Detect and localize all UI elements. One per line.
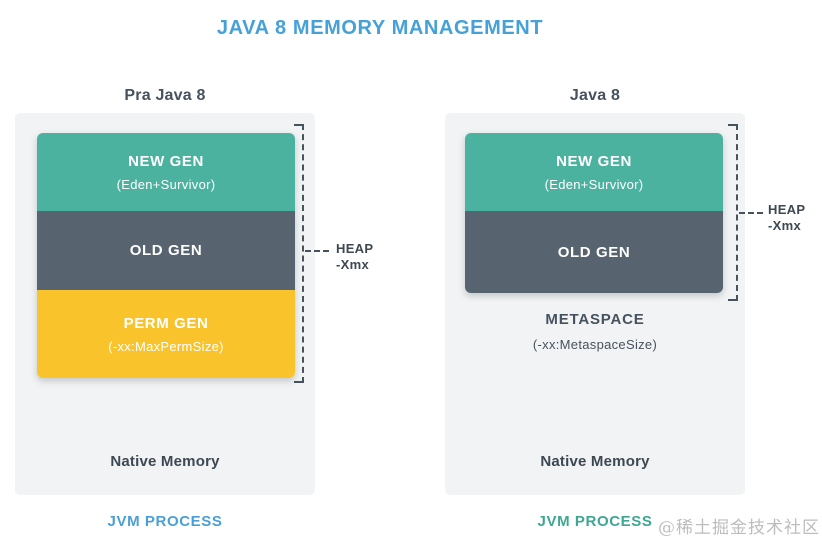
left-heap-label: HEAP -Xmx	[336, 241, 373, 273]
left-memory-stack: NEW GEN (Eden+Survivor) OLD GEN PERM GEN…	[37, 133, 295, 378]
perm-gen-label: PERM GEN	[123, 314, 209, 332]
right-heap-bracket	[728, 124, 738, 301]
left-heap-bracket	[294, 124, 304, 383]
diagram-title: JAVA 8 MEMORY MANAGEMENT	[216, 17, 544, 39]
right-memory-stack: NEW GEN (Eden+Survivor) OLD GEN	[465, 133, 723, 293]
right-panel-heading: Java 8	[569, 87, 621, 104]
right-jvm-process-label: JVM PROCESS	[537, 513, 653, 530]
heap-text: HEAP	[336, 241, 374, 256]
left-perm-gen-block: PERM GEN (-xx:MaxPermSize)	[37, 290, 295, 378]
metaspace-label: METASPACE	[545, 311, 645, 328]
right-new-gen-block: NEW GEN (Eden+Survivor)	[465, 133, 723, 211]
left-old-gen-block: OLD GEN	[37, 211, 295, 290]
new-gen-sublabel: (Eden+Survivor)	[544, 176, 644, 192]
watermark-text: @稀土掘金技术社区	[658, 518, 820, 538]
left-jvm-process-label: JVM PROCESS	[107, 513, 223, 530]
xmx-flag-text: -Xmx	[336, 257, 369, 272]
old-gen-label: OLD GEN	[557, 243, 631, 261]
right-heap-connector-line	[739, 212, 763, 214]
left-native-memory-label: Native Memory	[110, 453, 220, 470]
right-old-gen-block: OLD GEN	[465, 211, 723, 293]
left-panel-heading: Pra Java 8	[124, 87, 206, 104]
left-heap-connector-line	[305, 250, 329, 252]
metaspace-sublabel: (-xx:MetaspaceSize)	[532, 337, 658, 352]
new-gen-label: NEW GEN	[128, 152, 204, 170]
new-gen-sublabel: (Eden+Survivor)	[116, 176, 216, 192]
right-native-memory-label: Native Memory	[540, 453, 650, 470]
old-gen-label: OLD GEN	[129, 242, 203, 259]
xmx-flag-text: -Xmx	[768, 218, 801, 233]
metaspace-area: METASPACE (-xx:MetaspaceSize)	[445, 311, 745, 352]
perm-gen-sublabel: (-xx:MaxPermSize)	[108, 338, 224, 354]
new-gen-label: NEW GEN	[556, 152, 632, 170]
heap-text: HEAP	[768, 202, 806, 217]
right-heap-label: HEAP -Xmx	[768, 202, 805, 234]
left-new-gen-block: NEW GEN (Eden+Survivor)	[37, 133, 295, 211]
